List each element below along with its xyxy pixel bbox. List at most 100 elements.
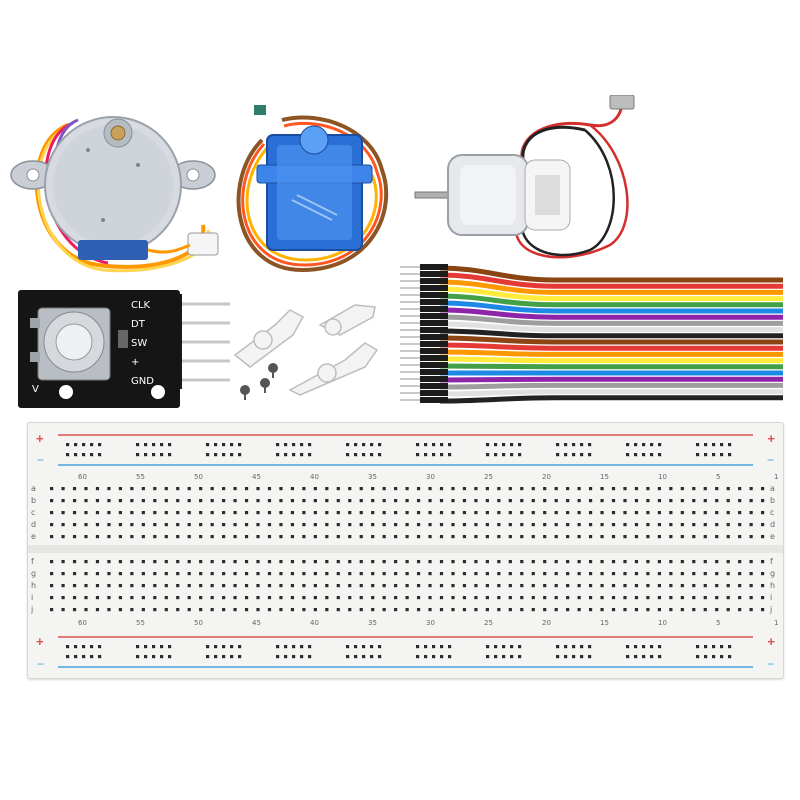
- rail-hole: [370, 655, 374, 659]
- jumper-connector: [420, 292, 448, 298]
- rail-hole: [74, 655, 78, 659]
- terminal-hole: [577, 584, 581, 588]
- terminal-hole: [107, 499, 111, 503]
- terminal-hole: [749, 608, 753, 612]
- terminal-hole: [738, 511, 742, 515]
- terminal-hole: [738, 499, 742, 503]
- rail-hole: [308, 453, 312, 457]
- rail-hole: [144, 443, 148, 447]
- terminal-hole: [669, 499, 673, 503]
- terminal-hole: [566, 596, 570, 600]
- terminal-hole: [256, 499, 260, 503]
- terminal-hole: [680, 487, 684, 491]
- terminal-hole: [107, 596, 111, 600]
- rail-hole: [276, 655, 280, 659]
- terminal-hole: [657, 608, 661, 612]
- terminal-hole: [657, 584, 661, 588]
- terminal-hole: [72, 608, 77, 612]
- rail-hole: [74, 453, 78, 457]
- terminal-hole: [474, 596, 478, 600]
- terminal-hole: [61, 535, 65, 539]
- terminal-hole: [382, 511, 386, 515]
- rail-hole: [510, 453, 514, 457]
- terminal-hole: [61, 523, 65, 527]
- pin-label-plus: +: [131, 357, 140, 368]
- terminal-hole: [279, 523, 283, 527]
- terminal-hole: [302, 487, 306, 491]
- rail-hole: [448, 645, 452, 649]
- terminal-hole: [267, 572, 272, 576]
- terminal-hole: [348, 560, 352, 564]
- terminal-hole: [588, 596, 593, 600]
- terminal-hole: [176, 511, 180, 515]
- terminal-hole: [600, 511, 604, 515]
- terminal-hole: [520, 560, 524, 564]
- terminal-hole: [279, 511, 283, 515]
- rail-hole: [518, 453, 522, 457]
- terminal-hole: [187, 511, 191, 515]
- terminal-hole: [153, 560, 157, 564]
- terminal-hole: [588, 572, 593, 576]
- terminal-hole: [394, 584, 398, 588]
- terminal-hole: [623, 511, 627, 515]
- terminal-hole: [118, 499, 123, 503]
- rail-hole: [346, 453, 350, 457]
- terminal-hole: [531, 560, 535, 564]
- rail-hole: [378, 453, 382, 457]
- rail-plus-top-right: +: [767, 431, 775, 446]
- terminal-hole: [348, 608, 352, 612]
- terminal-hole: [680, 535, 684, 539]
- terminal-hole: [256, 487, 260, 491]
- ribbon-wire: [439, 293, 783, 308]
- ribbon-wire: [439, 363, 783, 370]
- row-letter: d: [31, 520, 37, 529]
- terminal-hole: [118, 523, 123, 527]
- terminal-hole: [669, 596, 673, 600]
- rail-hole: [720, 443, 724, 447]
- terminal-hole: [210, 572, 214, 576]
- terminal-hole: [233, 511, 237, 515]
- terminal-hole: [222, 608, 226, 612]
- rail-hole: [206, 645, 210, 649]
- terminal-hole: [520, 572, 524, 576]
- terminal-hole: [153, 499, 157, 503]
- terminal-hole: [634, 535, 639, 539]
- rail-hole: [712, 443, 716, 447]
- terminal-hole: [680, 584, 684, 588]
- terminal-hole: [738, 487, 742, 491]
- terminal-hole: [244, 511, 249, 515]
- ribbon-wire: [439, 328, 783, 339]
- terminal-hole: [726, 584, 730, 588]
- terminal-hole: [577, 487, 581, 491]
- terminal-hole: [233, 608, 237, 612]
- terminal-hole: [520, 511, 524, 515]
- terminal-hole: [566, 584, 570, 588]
- terminal-hole: [187, 572, 191, 576]
- terminal-hole: [416, 511, 421, 515]
- rail-hole: [696, 645, 700, 649]
- rail-hole: [448, 443, 452, 447]
- terminal-hole: [600, 560, 604, 564]
- jumper-connector: [420, 264, 448, 270]
- jumper-connector: [420, 341, 448, 347]
- terminal-hole: [302, 523, 306, 527]
- terminal-hole: [371, 608, 375, 612]
- terminal-hole: [302, 596, 306, 600]
- terminal-hole: [738, 596, 742, 600]
- terminal-hole: [50, 523, 54, 527]
- terminal-hole: [554, 596, 558, 600]
- column-number: 50: [194, 619, 203, 627]
- terminal-hole: [176, 535, 180, 539]
- terminal-hole: [325, 487, 329, 491]
- terminal-hole: [749, 584, 753, 588]
- rail-hole: [432, 453, 436, 457]
- jumper-connector: [420, 334, 448, 340]
- terminal-hole: [50, 535, 54, 539]
- stepper-motor: [8, 105, 233, 285]
- terminal-hole: [520, 584, 524, 588]
- terminal-hole: [302, 535, 306, 539]
- terminal-hole: [210, 608, 214, 612]
- pin-label-dt: DT: [131, 319, 145, 330]
- terminal-hole: [738, 584, 742, 588]
- terminal-hole: [703, 608, 707, 612]
